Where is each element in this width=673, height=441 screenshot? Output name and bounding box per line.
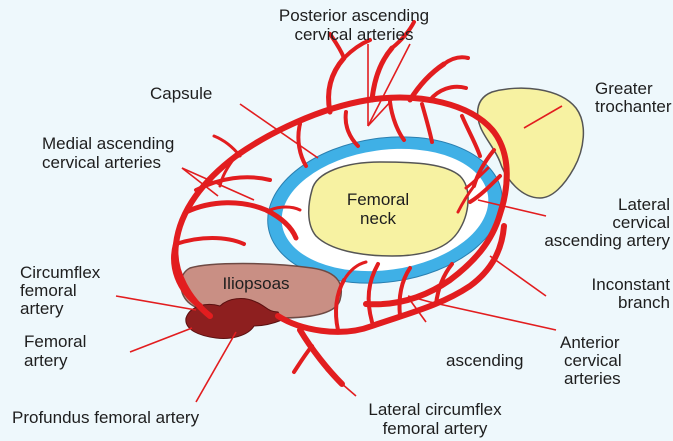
medial-ascending-label: Medial ascending cervical arteries [42, 134, 174, 172]
profundus-label: Profundus femoral artery [12, 408, 199, 427]
anterior-ascending-label-part3: cervical arteries [564, 352, 622, 388]
lateral-cervical-label: Lateral cervical ascending artery [478, 196, 670, 250]
femoral-artery-label: Femoral artery [24, 332, 86, 370]
iliopsoas-label: Iliopsoas [208, 274, 304, 293]
greater-trochanter-label: Greater trochanter [595, 80, 672, 116]
lateral-circumflex-label: Lateral circumflex femoral artery [350, 400, 520, 438]
inconstant-branch-label: Inconstant branch [540, 276, 670, 312]
posterior-ascending-label: Posterior ascending cervical arteries [244, 6, 464, 44]
anterior-ascending-label-part2: ascending [446, 352, 524, 370]
anterior-ascending-label-part1: Anterior [560, 334, 620, 352]
circumflex-femoral-label: Circumflex femoral artery [20, 264, 100, 318]
femoral-neck-label: Femoral neck [336, 190, 420, 228]
capsule-label: Capsule [150, 84, 212, 103]
